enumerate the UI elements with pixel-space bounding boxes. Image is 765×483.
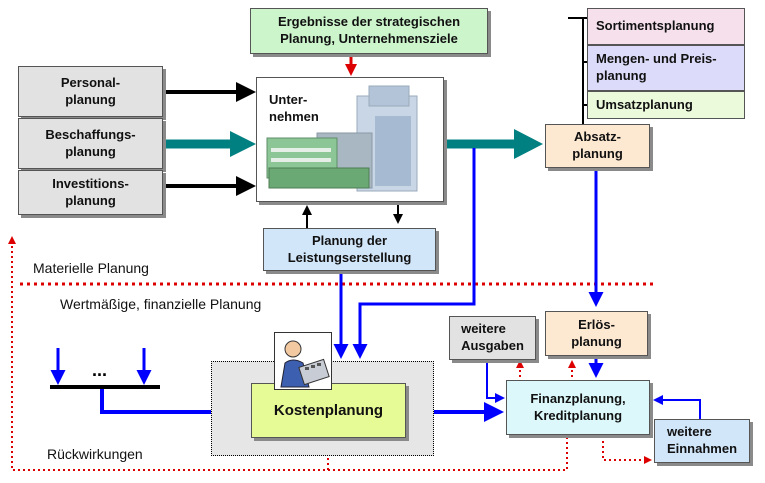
company-buildings-icon bbox=[266, 85, 418, 192]
erloesplanung-box: Erlös- planung bbox=[545, 311, 648, 356]
sortimentsplanung-box: Sortimentsplanung bbox=[587, 8, 745, 45]
finanzplanung-box: Finanzplanung, Kreditplanung bbox=[506, 380, 650, 435]
teal-arrowhead-beschaffung bbox=[230, 131, 256, 157]
weitere-einnahmen-box: weitere Einnahmen bbox=[654, 419, 750, 463]
investitionsplanung-label: Investitions- planung bbox=[52, 175, 129, 208]
absatzplanung-box: Absatz- planung bbox=[545, 124, 650, 168]
materielle-planung-label: Materielle Planung bbox=[33, 260, 149, 276]
arrow-einnahmen-finanz bbox=[653, 395, 701, 420]
strategische-planung-box: Ergebnisse der strategischen Planung, Un… bbox=[250, 8, 488, 54]
unternehmen-box: Unter- nehmen bbox=[256, 77, 444, 202]
leistungserstellung-box: Planung der Leistungserstellung bbox=[263, 228, 436, 271]
beschaffungsplanung-box: Beschaffungs- planung bbox=[18, 118, 163, 169]
investitionsplanung-box: Investitions- planung bbox=[18, 170, 163, 215]
feedback-main bbox=[8, 236, 568, 471]
absatzplanung-label: Absatz- planung bbox=[572, 129, 623, 161]
mengen-preisplanung-label: Mengen- und Preis- planung bbox=[596, 51, 717, 83]
personalplanung-label: Personal- planung bbox=[60, 74, 121, 107]
arrow-unternehmen-finanz bbox=[352, 148, 476, 359]
input-dots: ... bbox=[92, 360, 108, 380]
kostenplanung-box: Kostenplanung bbox=[251, 383, 406, 438]
beschaffungsplanung-label: Beschaffungs- planung bbox=[45, 126, 136, 159]
feedback-einnahmen bbox=[602, 436, 652, 464]
personalplanung-box: Personal- planung bbox=[18, 66, 163, 117]
weitere-ausgaben-box: weitere Ausgaben bbox=[449, 316, 536, 360]
kostenplanung-label: Kostenplanung bbox=[273, 401, 384, 419]
weitere-einnahmen-label: weitere Einnahmen bbox=[666, 424, 738, 456]
finanzplanung-label: Finanzplanung, Kreditplanung bbox=[530, 390, 626, 423]
erloesplanung-label: Erlös- planung bbox=[571, 316, 622, 349]
bracket-absatz bbox=[568, 17, 588, 124]
umsatzplanung-label: Umsatzplanung bbox=[596, 96, 693, 112]
accountant-icon bbox=[274, 332, 332, 390]
arrow-ausgaben-finanz bbox=[486, 360, 505, 403]
weitere-ausgaben-label: weitere Ausgaben bbox=[461, 321, 524, 353]
arrow-input-kosten bbox=[100, 389, 245, 422]
leistungserstellung-label: Planung der Leistungserstellung bbox=[287, 232, 412, 265]
rueckwirkungen-label: Rückwirkungen bbox=[47, 446, 143, 462]
unternehmen-label: Unter- nehmen bbox=[269, 92, 319, 124]
teal-arrowhead-absatz bbox=[514, 129, 543, 159]
wertmaessige-planung-label: Wertmäßige, finanzielle Planung bbox=[60, 296, 262, 312]
sortimentsplanung-label: Sortimentsplanung bbox=[596, 18, 715, 34]
strategische-planung-label: Ergebnisse der strategischen Planung, Un… bbox=[277, 14, 461, 46]
mengen-preisplanung-box: Mengen- und Preis- planung bbox=[587, 45, 745, 91]
umsatzplanung-box: Umsatzplanung bbox=[587, 91, 745, 119]
